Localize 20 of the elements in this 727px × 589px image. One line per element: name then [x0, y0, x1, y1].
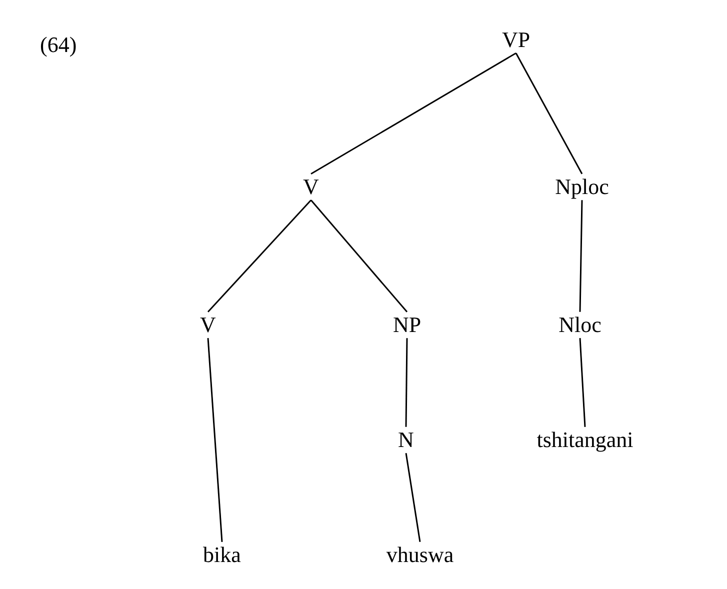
tree-node-label: VP	[500, 26, 532, 54]
tree-branch-line	[579, 200, 583, 312]
tree-node-label: Nloc	[556, 312, 604, 338]
tree-node-label: vhuswa	[384, 542, 456, 568]
tree-branch-line	[207, 338, 223, 542]
example-number: (64)	[40, 32, 77, 58]
tree-branch-line	[405, 452, 421, 542]
tree-branch-line	[579, 338, 586, 427]
tree-node-label: tshitangani	[534, 426, 636, 454]
tree-node-label: Nploc	[553, 174, 611, 200]
tree-branch-line	[207, 200, 312, 312]
tree-node-label: NP	[390, 312, 424, 338]
tree-branch-line	[515, 52, 583, 174]
tree-node-label: V	[301, 174, 321, 200]
tree-branch-line	[310, 200, 408, 312]
tree-branch-line	[405, 338, 408, 427]
tree-node-label: V	[198, 312, 218, 338]
tree-branch-line	[310, 52, 516, 175]
tree-node-label: N	[396, 426, 416, 454]
tree-node-label: bika	[201, 542, 243, 568]
